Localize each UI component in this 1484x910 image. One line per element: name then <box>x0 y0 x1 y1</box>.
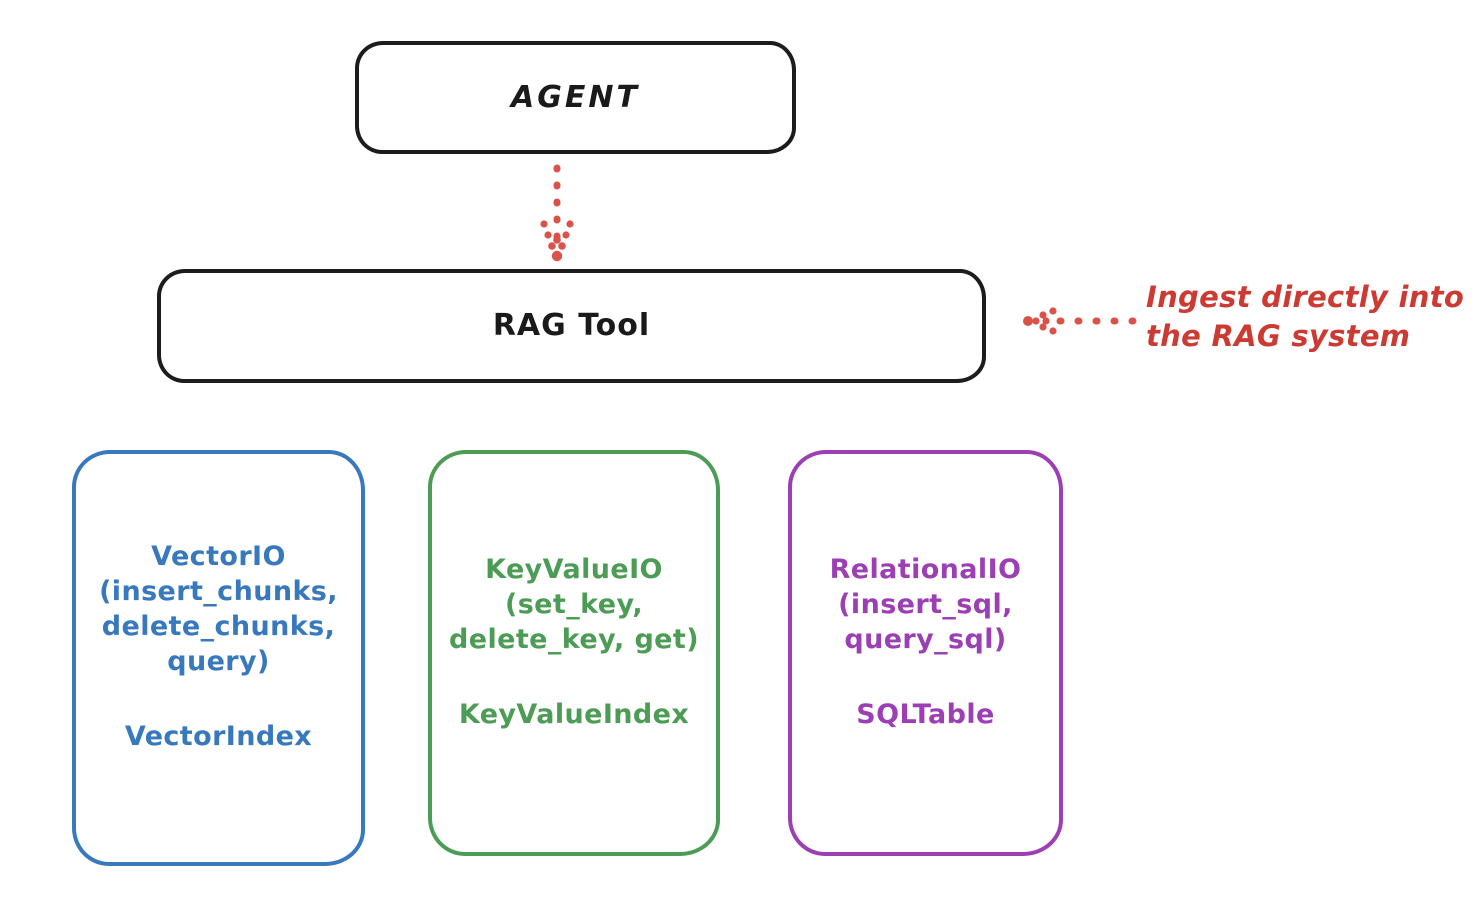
node-agent-label: AGENT <box>511 79 640 115</box>
dotted-down-arrow-icon <box>540 164 574 262</box>
node-vector-io[interactable]: VectorIO (insert_chunks, delete_chunks, … <box>72 450 365 866</box>
node-agent[interactable]: AGENT <box>355 41 796 154</box>
node-rag-tool-label: RAG Tool <box>492 308 651 344</box>
node-key-value-io-api-label: KeyValueIO (set_key, delete_key, get) <box>449 554 699 656</box>
dotted-left-arrow-icon <box>1023 307 1139 335</box>
node-vector-io-index-label: VectorIndex <box>124 721 313 753</box>
node-key-value-io-index-label: KeyValueIndex <box>458 699 690 731</box>
node-vector-io-api-label: VectorIO (insert_chunks, delete_chunks, … <box>99 541 338 678</box>
annotation-ingest-note: Ingest directly into the RAG system <box>1146 280 1465 354</box>
node-relational-io[interactable]: RelationalIO (insert_sql, query_sql) SQL… <box>788 450 1063 856</box>
node-relational-io-api-label: RelationalIO (insert_sql, query_sql) <box>829 554 1022 656</box>
node-relational-io-index-label: SQLTable <box>856 699 995 731</box>
node-key-value-io[interactable]: KeyValueIO (set_key, delete_key, get) Ke… <box>428 450 720 856</box>
node-rag-tool[interactable]: RAG Tool <box>157 269 986 383</box>
